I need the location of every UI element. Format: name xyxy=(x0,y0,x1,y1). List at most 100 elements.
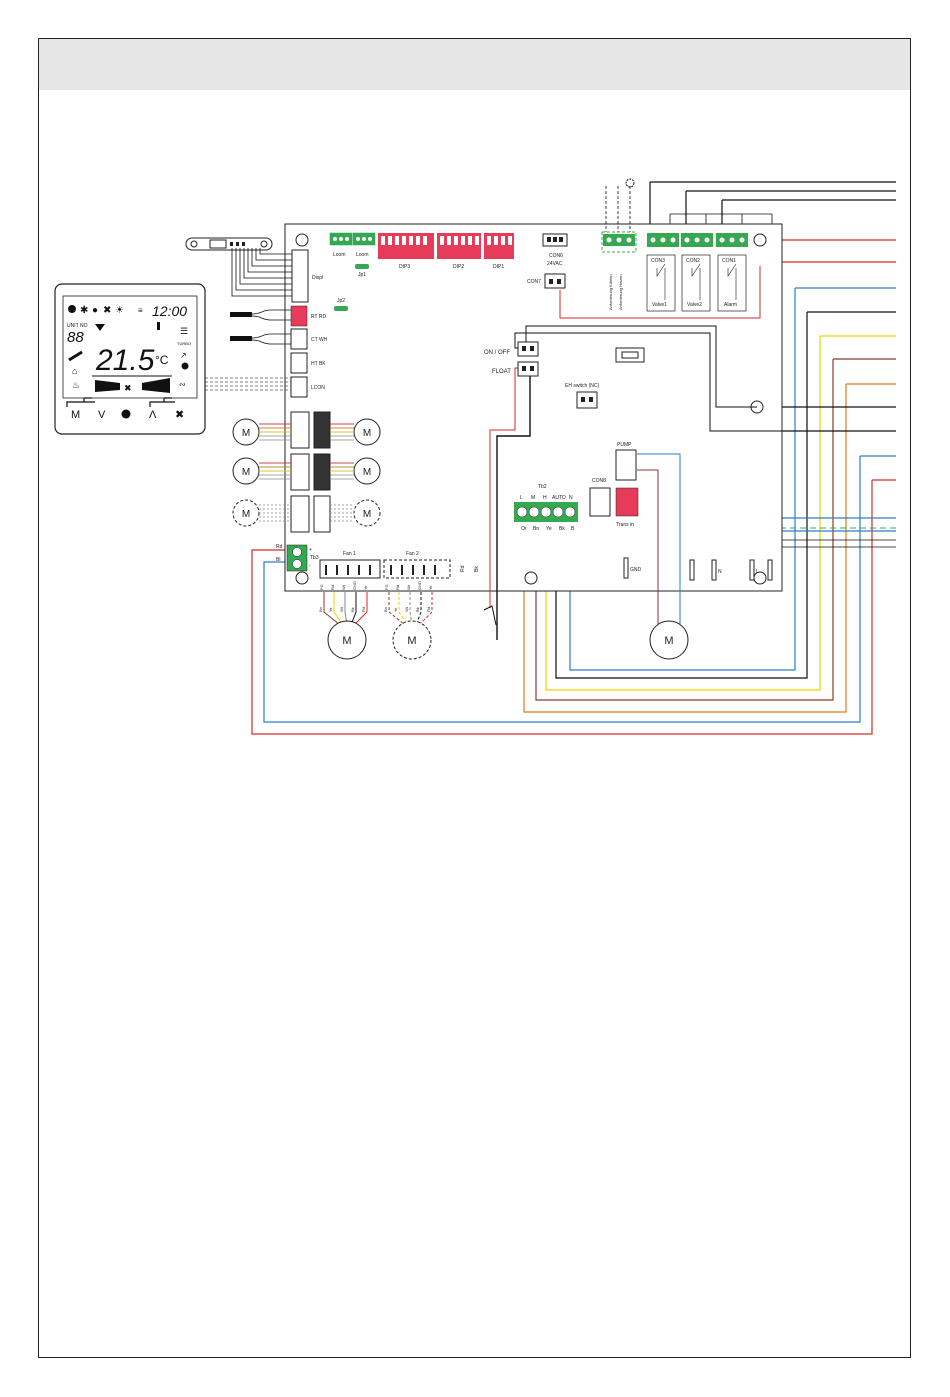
tb2-b: B xyxy=(571,526,575,532)
tb2-m: M xyxy=(531,495,535,501)
svg-text:Ye: Ye xyxy=(328,607,333,612)
heat-mode-icon: ☀ xyxy=(115,305,124,316)
down-button[interactable]: V xyxy=(98,409,106,421)
power-button[interactable] xyxy=(121,409,131,419)
lcon-label: LCON xyxy=(311,385,325,391)
stepper-motor: M xyxy=(232,499,260,527)
dry-mode-icon: ● xyxy=(92,305,98,316)
mode-button[interactable]: M xyxy=(71,409,80,421)
con7-connector xyxy=(544,273,566,289)
heat-cool-request-connector: Anforderung Kühlen Anforderung Heizen xyxy=(601,178,637,310)
fan2-label: Fan 2 xyxy=(406,551,419,557)
request-heat-label: Anforderung Heizen xyxy=(618,274,623,310)
tb2-h: H xyxy=(543,495,547,501)
tb3-plus: + xyxy=(309,547,312,553)
lcd-wall-controller[interactable]: ✱ ● ✖ ☀ ≡ 12:00 UNIT NO 88 ☰ TURBO ⌂ ♨ 2… xyxy=(54,283,206,435)
fan-button[interactable]: ✖ xyxy=(175,409,184,421)
jp1-label: Jp1 xyxy=(358,272,366,278)
svg-text:M: M xyxy=(242,467,250,478)
ht-connector xyxy=(290,352,308,374)
svg-text:Rd: Rd xyxy=(426,607,431,612)
stepper-connectors xyxy=(290,411,331,533)
fan1-wire-labels: Bn Ye Wt Bk Rd xyxy=(318,606,366,612)
display-cable-plug xyxy=(185,237,273,251)
ct-connector xyxy=(290,328,308,350)
con1-label: CON1 xyxy=(722,258,736,264)
ehswitch-label: EH switch (NC) xyxy=(565,383,600,389)
fan-speed-left-bar xyxy=(95,380,120,392)
tb2-n: N xyxy=(569,495,573,501)
lcon-cable xyxy=(200,377,291,391)
displ-connector xyxy=(291,249,309,303)
tb3-terminal xyxy=(286,544,308,572)
unit-number-display: 88 xyxy=(67,329,84,346)
loom2-label: Loom xyxy=(356,252,369,258)
svg-text:Ye: Ye xyxy=(363,585,368,590)
tb2-terminal xyxy=(514,502,578,522)
mount-hole xyxy=(295,233,309,247)
timer-icon: ≡ xyxy=(138,306,143,315)
svg-text:Bk: Bk xyxy=(350,607,355,612)
fan2-connector xyxy=(383,559,451,579)
fan-rd-label: Rd xyxy=(460,565,466,572)
fan1-connector xyxy=(319,559,381,579)
con2-label: CON2 xyxy=(686,258,700,264)
dip2-label: DIP2 xyxy=(453,264,464,270)
fan2-motor-wires xyxy=(388,592,433,626)
loom-connector-1 xyxy=(329,232,353,246)
mount-hole xyxy=(753,233,767,247)
con3-label: CON3 xyxy=(651,258,665,264)
fan-bk-label: Bk xyxy=(474,566,480,572)
svg-text:M: M xyxy=(363,428,371,439)
fan-speed-icon: ✖ xyxy=(124,383,132,393)
fan-bracket-icon xyxy=(149,397,175,407)
rt-connector xyxy=(290,305,308,327)
quiet-icon: ∾ xyxy=(179,380,186,389)
wifi-icon xyxy=(95,324,105,331)
fan-speed-right-bar xyxy=(142,378,170,393)
transin-label: Trans in xyxy=(616,522,634,528)
svg-text:M: M xyxy=(407,635,416,647)
svg-text:GND: GND xyxy=(352,581,357,590)
svg-text:FG: FG xyxy=(319,584,324,590)
turbo-label: TURBO xyxy=(177,341,191,346)
svg-text:M: M xyxy=(363,467,371,478)
mode-bracket-icon xyxy=(66,397,95,407)
alarm-label: Alarm xyxy=(724,302,737,308)
tb2-bk: Bk xyxy=(559,526,565,532)
svg-text:M: M xyxy=(664,635,673,647)
swing-icon: ☰ xyxy=(180,326,188,336)
unit-label: UNIT xyxy=(67,323,79,329)
temperature-display: 21.5 xyxy=(95,344,155,377)
jp2-label: Jp2 xyxy=(337,298,345,304)
con7-label: CON7 xyxy=(527,279,541,285)
fan2-pins xyxy=(390,565,436,575)
pump-motor: M xyxy=(649,620,689,660)
svg-text:Wt: Wt xyxy=(341,584,346,590)
svg-text:Ye: Ye xyxy=(428,585,433,590)
svg-text:Wt: Wt xyxy=(404,606,409,612)
page-frame xyxy=(38,38,911,1358)
eh-switch-connector xyxy=(576,391,598,409)
up-button[interactable]: Λ xyxy=(149,409,157,421)
dip1-label: DIP1 xyxy=(493,264,504,270)
stepper-motor: M xyxy=(232,418,260,446)
tb2-or: Or xyxy=(521,526,527,532)
fan2-pin-labels: FG Rd Wt GND Ye xyxy=(384,581,433,590)
coil-temp-sensor xyxy=(230,333,291,345)
svg-text:Rd: Rd xyxy=(361,607,366,612)
tb2-bn: Bn xyxy=(533,526,539,532)
room-temp-sensor xyxy=(230,309,291,321)
tb2-auto: AUTO xyxy=(552,495,566,501)
con2-relay xyxy=(681,233,713,312)
svg-text:Ye: Ye xyxy=(393,607,398,612)
fan2-wire-labels: Bn Ye Wt Bk Rd xyxy=(383,606,431,612)
eco-icon xyxy=(181,362,189,370)
fan1-motor: M xyxy=(327,620,367,660)
fan1-pin-labels: FG Rd Wt GND Ye xyxy=(319,581,368,590)
svg-text:Rd: Rd xyxy=(330,585,335,590)
valve1-label: Valve1 xyxy=(652,302,667,308)
svg-text:M: M xyxy=(363,509,371,520)
gnd-label: GND xyxy=(630,567,642,573)
onoff-label: ON / OFF xyxy=(484,350,510,356)
